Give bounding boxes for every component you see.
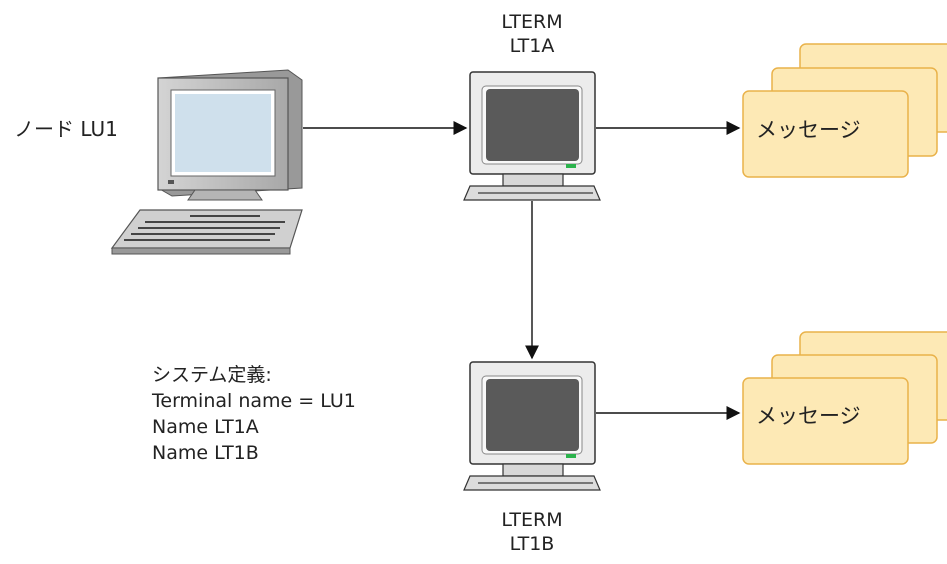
system-definition-line: Name LT1B (152, 442, 259, 464)
pc-icon (110, 69, 303, 255)
lt1a-led (566, 164, 576, 168)
node-label: ノード LU1 (14, 117, 118, 141)
lterm-b-line2: LT1B (509, 533, 555, 555)
lterm-b-label: LTERM LT1B (472, 508, 592, 556)
system-definition: システム定義: Terminal name = LU1 Name LT1A Na… (152, 362, 356, 466)
message-label-top: メッセージ (756, 118, 861, 142)
message-card-top (742, 90, 909, 178)
lterm-a-line1: LTERM (501, 11, 563, 33)
arrows (303, 121, 741, 420)
lterm-a-label: LTERM LT1A (472, 10, 592, 58)
lterm-b-line1: LTERM (501, 509, 563, 531)
message-card-bottom (742, 377, 909, 465)
lt1b-screen (486, 379, 579, 451)
message-stack-top (742, 43, 947, 178)
message-label-bottom: メッセージ (756, 404, 861, 428)
system-definition-title: システム定義: (152, 364, 272, 386)
lt1a-screen (486, 89, 579, 161)
terminal-lt1a-icon (463, 71, 601, 201)
system-definition-line: Name LT1A (152, 416, 259, 438)
lt1b-led (566, 454, 576, 458)
terminal-lt1b-icon (463, 361, 601, 491)
message-stack-bottom (742, 331, 947, 465)
pc-screen (175, 94, 271, 172)
lterm-a-line2: LT1A (509, 35, 555, 57)
keyboard-keys (124, 215, 285, 241)
system-definition-line: Terminal name = LU1 (152, 390, 356, 412)
